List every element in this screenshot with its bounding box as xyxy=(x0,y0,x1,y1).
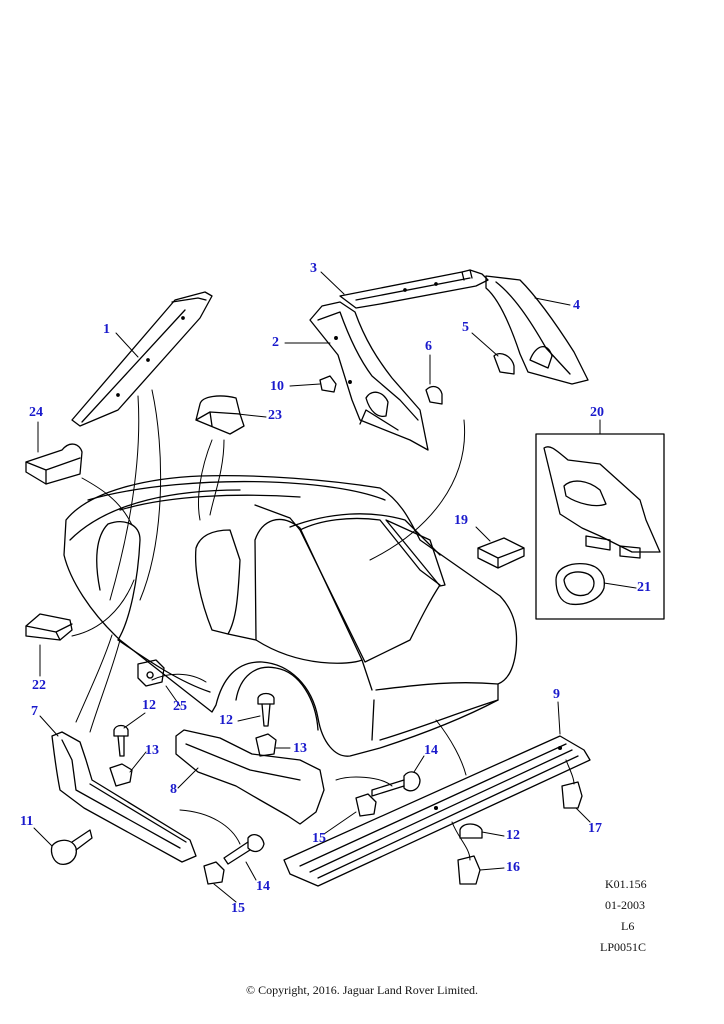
reference-model: L6 xyxy=(621,919,635,933)
part-25-bracket xyxy=(137,659,165,687)
callout-10: 10 xyxy=(270,379,284,394)
callout-2: 2 xyxy=(272,335,279,350)
callout-23: 23 xyxy=(268,408,282,423)
vehicle-body xyxy=(63,474,518,757)
callout-1: 1 xyxy=(103,322,110,337)
callout-20: 20 xyxy=(590,405,604,420)
part-4-c-pillar-trim xyxy=(485,275,589,385)
callout-16: 16 xyxy=(506,860,520,875)
callout-8: 8 xyxy=(170,782,177,797)
part-24-pad xyxy=(25,443,83,485)
part-9-sill-plate xyxy=(283,735,591,887)
part-6-cover xyxy=(425,385,443,405)
callout-12-left: 12 xyxy=(142,698,156,713)
callout-15-left: 15 xyxy=(231,901,245,916)
callout-4: 4 xyxy=(573,298,580,313)
callout-13-left: 13 xyxy=(145,743,159,758)
callout-21: 21 xyxy=(637,580,651,595)
callout-5: 5 xyxy=(462,320,469,335)
callout-25: 25 xyxy=(173,699,187,714)
part-10-clip xyxy=(319,375,337,393)
part-2-side-trim xyxy=(309,301,429,451)
callout-14-left: 14 xyxy=(256,879,270,894)
callout-24: 24 xyxy=(29,405,43,420)
callout-7: 7 xyxy=(31,704,38,719)
copyright-notice: © Copyright, 2016. Jaguar Land Rover Lim… xyxy=(245,983,479,997)
part-5-cover xyxy=(493,352,515,375)
callout-12-right: 12 xyxy=(506,828,520,843)
part-1-a-pillar-trim xyxy=(71,291,213,427)
callout-leaders xyxy=(33,271,637,903)
part-19-block xyxy=(477,537,525,569)
callout-17: 17 xyxy=(588,821,602,836)
location-curves xyxy=(71,389,575,861)
part-21-speaker-grille xyxy=(555,562,606,606)
callout-3: 3 xyxy=(310,261,317,276)
reference-code: K01.156 xyxy=(605,877,647,891)
part-22-pad xyxy=(25,613,73,641)
callout-19: 19 xyxy=(454,513,468,528)
fasteners xyxy=(50,692,583,885)
callout-14-right: 14 xyxy=(424,743,438,758)
reference-date: 01-2003 xyxy=(605,898,645,912)
part-3-roof-header-rail xyxy=(339,269,489,309)
callout-13-right: 13 xyxy=(293,741,307,756)
callout-11: 11 xyxy=(20,814,34,829)
reference-illustration-id: LP0051C xyxy=(600,940,647,954)
part-8-sill-panel xyxy=(175,729,325,825)
callout-15-right: 15 xyxy=(312,831,326,846)
part-7-sill-finisher xyxy=(51,731,197,863)
part-23-pad xyxy=(195,395,245,435)
callout-9: 9 xyxy=(553,687,560,702)
callout-6: 6 xyxy=(425,339,432,354)
callout-22: 22 xyxy=(32,678,46,693)
callout-12-middle: 12 xyxy=(219,713,233,728)
part-20-trim-panel xyxy=(543,446,661,559)
